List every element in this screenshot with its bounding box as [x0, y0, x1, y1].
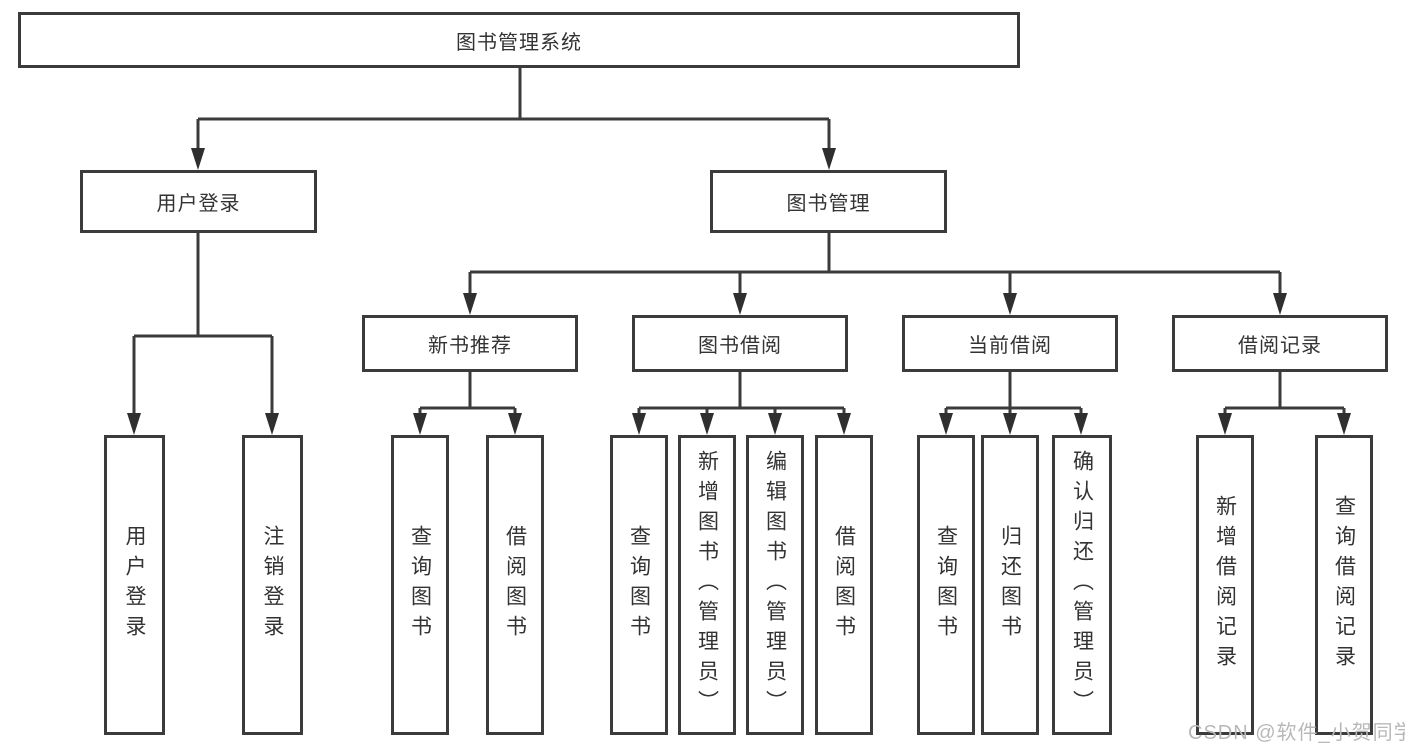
leaf-edit-book-admin: 编辑图书（管理员）: [746, 435, 804, 735]
node-book-borrow: 图书借阅: [632, 315, 848, 372]
leaf-logout: 注销登录: [242, 435, 303, 735]
node-book-management: 图书管理: [710, 170, 947, 233]
leaf-confirm-return-admin: 确认归还（管理员）: [1052, 435, 1112, 735]
leaf-borrow-books: 借阅图书: [815, 435, 873, 735]
node-user-login: 用户登录: [80, 170, 317, 233]
leaf-add-book-admin: 新增图书（管理员）: [678, 435, 736, 735]
watermark: CSDN @软件_小贺同学: [1188, 722, 1405, 744]
leaf-query-books-current: 查询图书: [917, 435, 975, 735]
leaf-query-books-borrow: 查询图书: [610, 435, 668, 735]
leaf-borrow-books-recommend: 借阅图书: [486, 435, 544, 735]
leaf-query-books-recommend: 查询图书: [391, 435, 449, 735]
node-root: 图书管理系统: [18, 12, 1020, 68]
leaf-query-borrow-record: 查询借阅记录: [1315, 435, 1373, 735]
node-borrow-records: 借阅记录: [1172, 315, 1388, 372]
leaf-add-borrow-record: 新增借阅记录: [1196, 435, 1254, 735]
node-new-book-recommend: 新书推荐: [362, 315, 578, 372]
leaf-user-login: 用户登录: [104, 435, 165, 735]
node-current-borrow: 当前借阅: [902, 315, 1118, 372]
leaf-return-book: 归还图书: [981, 435, 1039, 735]
